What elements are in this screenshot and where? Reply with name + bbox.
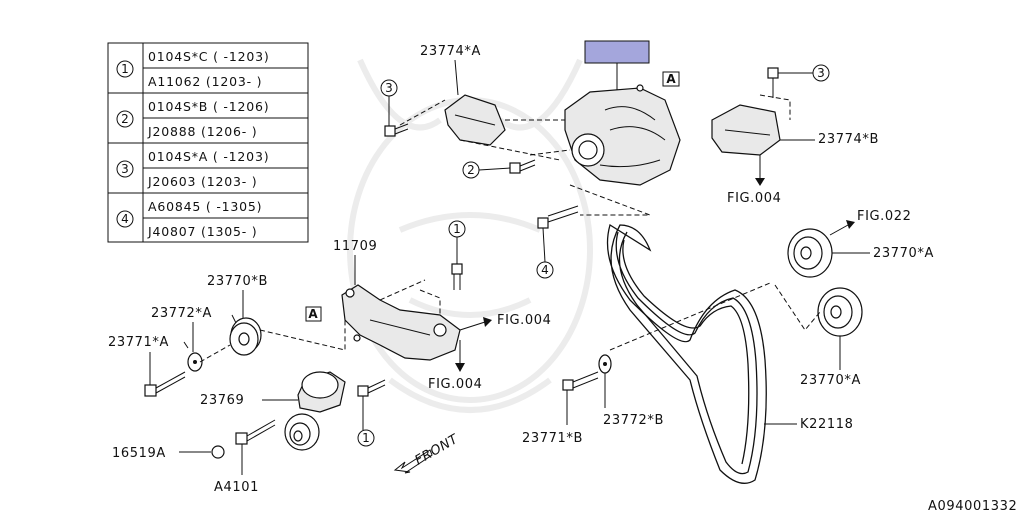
table-cell: A60845 ( -1305) [148, 199, 262, 214]
table-ref-num: 4 [121, 212, 129, 226]
tensioner-23769[interactable] [284, 371, 346, 451]
washer-23772a[interactable] [187, 352, 203, 372]
label-front: FRONT [413, 432, 462, 469]
table-cell: A11062 (1203- ) [148, 74, 262, 89]
bolt-4[interactable] [537, 205, 579, 229]
table-ref-num: 3 [121, 162, 129, 176]
callout-3: 3 [385, 81, 393, 95]
callout-3-right: 3 [817, 66, 825, 80]
diagram-id: A094001332 [928, 499, 1017, 512]
label-23774a: 23774*A [420, 44, 481, 59]
label-fig004-low: FIG.004 [428, 377, 483, 392]
label-23772a: 23772*A [151, 306, 212, 321]
label-11709: 11709 [333, 239, 377, 254]
label-fig004-mid: FIG.004 [497, 313, 552, 328]
label-belt: K22118 [800, 417, 853, 432]
label-fig022: FIG.022 [857, 209, 912, 224]
idler-pulley-lower[interactable] [817, 287, 863, 337]
table-ref-num: 2 [121, 112, 129, 126]
callout-2: 2 [467, 163, 475, 177]
label-23771b: 23771*B [522, 431, 583, 446]
ref-box-a-left-label: A [308, 307, 318, 321]
bolt-3-right[interactable] [767, 67, 779, 98]
label-23774b: 23774*B [818, 132, 879, 147]
bracket-23774b[interactable] [711, 104, 781, 156]
table-cell: 0104S*A ( -1203) [148, 149, 269, 164]
washer-23772b[interactable] [598, 354, 612, 374]
bolt-1-upper[interactable] [451, 263, 463, 290]
plug-16519a[interactable] [211, 445, 225, 459]
alternator[interactable] [564, 84, 681, 186]
front-arrow: FRONT [393, 432, 462, 474]
label-23770b: 23770*B [207, 274, 268, 289]
bolt-23771a[interactable] [144, 371, 186, 397]
idler-pulley-upper[interactable] [787, 228, 833, 278]
label-23772b: 23772*B [603, 413, 664, 428]
label-23770a-lower: 23770*A [800, 373, 861, 388]
table-ref-num: 1 [121, 62, 129, 76]
label-23770a-upper: 23770*A [873, 246, 934, 261]
label-fig004-top: FIG.004 [727, 191, 782, 206]
tensioner-bracket-11709[interactable] [341, 284, 461, 361]
callout-1-lower: 1 [362, 431, 370, 445]
label-23771a: 23771*A [108, 335, 169, 350]
callout-4: 4 [541, 263, 549, 277]
ref-box-a [662, 71, 680, 87]
alternator-highlight-box[interactable] [584, 40, 650, 64]
bolt-3[interactable] [384, 123, 409, 137]
table-cell: 0104S*C ( -1203) [148, 49, 270, 64]
bolt-23771b[interactable] [562, 371, 599, 391]
table-cell: 0104S*B ( -1206) [148, 99, 269, 114]
pulley-23770b[interactable] [229, 317, 262, 356]
label-16519a: 16519A [112, 446, 166, 461]
table-cell: J20603 (1203- ) [147, 174, 257, 189]
table-cell: J20888 (1206- ) [147, 124, 257, 139]
bracket-23774a[interactable] [444, 94, 506, 146]
bolt-a4101[interactable] [235, 419, 276, 445]
serpentine-belt[interactable] [606, 223, 767, 484]
label-23769: 23769 [200, 393, 244, 408]
label-a4101: A4101 [214, 480, 259, 495]
ref-box-a-left [305, 306, 322, 322]
table-cell: J40807 (1305- ) [147, 224, 257, 239]
reference-table: 1 2 3 4 0104S*C ( -1203) A11062 (1203- )… [107, 42, 309, 243]
callout-1-upper: 1 [453, 222, 461, 236]
bolt-2[interactable] [509, 159, 536, 174]
ref-box-a-label: A [666, 72, 676, 86]
bolt-1-lower[interactable] [357, 379, 386, 397]
